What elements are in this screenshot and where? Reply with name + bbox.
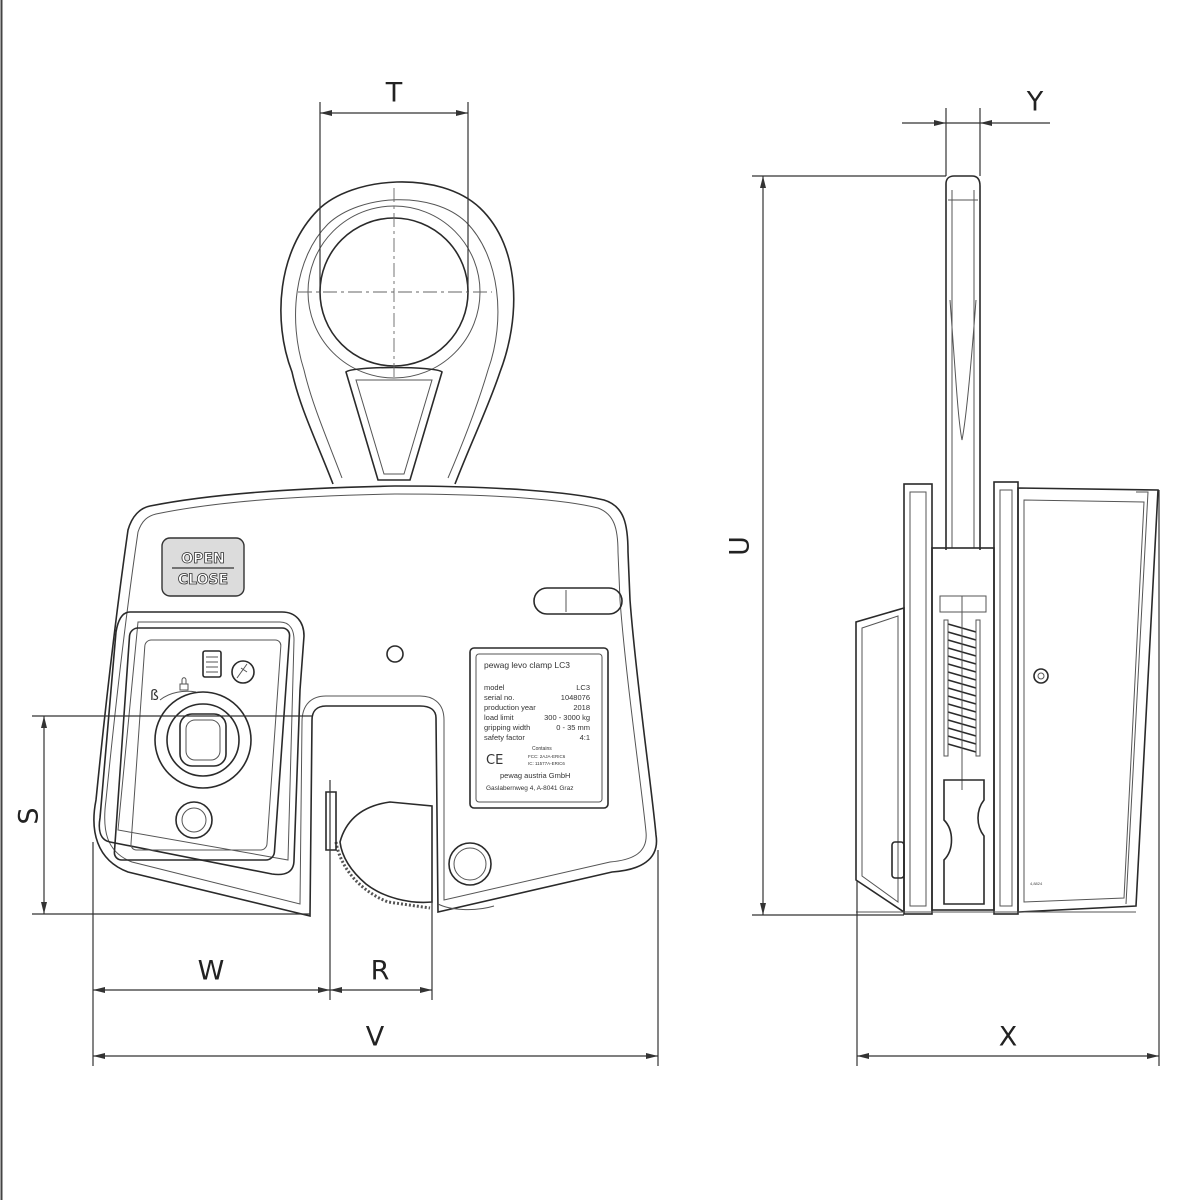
spring-guide bbox=[939, 595, 987, 613]
side-jaw-right bbox=[1017, 487, 1159, 913]
nameplate-fcc: FCC: 2AJA-ERIC6 bbox=[528, 754, 566, 759]
side-jaw-wedge-inner bbox=[861, 615, 899, 903]
side-jaw-wedge bbox=[855, 606, 905, 914]
knob-ring bbox=[166, 703, 240, 777]
lifting-eye-inner-contour bbox=[295, 199, 499, 479]
remote-icon-glyph bbox=[236, 663, 248, 679]
side-front-plate-inner bbox=[909, 491, 927, 907]
nameplate-row-value: 0 - 35 mm bbox=[556, 723, 590, 732]
dim-label-R: R bbox=[371, 956, 390, 987]
nameplate-title: pewag levo clamp LC3 bbox=[484, 660, 570, 670]
ce-mark: CE bbox=[486, 753, 503, 768]
eye-v-slot bbox=[345, 366, 443, 481]
spring-left-wall bbox=[943, 619, 949, 757]
clamp-body bbox=[93, 485, 658, 918]
nameplate-row-value: LC3 bbox=[576, 683, 590, 692]
side-lower-knob bbox=[891, 841, 905, 879]
nameplate-row-label: production year bbox=[484, 703, 536, 712]
side-jaw-right-inner bbox=[1023, 499, 1145, 903]
mechanism-housing bbox=[931, 547, 995, 911]
lower-cam-profile bbox=[943, 779, 985, 905]
body-small-hole bbox=[386, 645, 404, 663]
control-panel-frame-inner bbox=[117, 621, 295, 861]
lifting-eye-outer bbox=[280, 181, 515, 485]
open-close-badge-bg bbox=[161, 537, 245, 597]
indicator-slot bbox=[533, 587, 623, 615]
side-back-plate bbox=[993, 481, 1019, 915]
nameplate-ic: IC: 11577A-ERIC6 bbox=[528, 761, 565, 766]
control-panel-frame bbox=[98, 611, 305, 876]
dim-label-S: S bbox=[14, 807, 45, 824]
lock-open-icon: ß bbox=[150, 688, 159, 704]
nameplate-inner bbox=[475, 653, 603, 803]
nameplate-row-label: safety factor bbox=[484, 733, 525, 742]
bolt-inner bbox=[453, 847, 487, 881]
knob-grip bbox=[179, 713, 227, 767]
cam-segment-teeth bbox=[334, 841, 431, 910]
nameplate-row-label: gripping width bbox=[484, 723, 530, 732]
nameplate-row-label: load limit bbox=[484, 713, 515, 722]
dim-label-W: W bbox=[198, 956, 225, 987]
side-bolt-outer bbox=[1033, 668, 1049, 684]
dim-label-V: V bbox=[366, 1022, 385, 1053]
dimensions: T Y U S W R V X bbox=[14, 78, 1160, 1066]
side-jaw-right-lip bbox=[1125, 491, 1149, 905]
nameplate-row-value: 2018 bbox=[573, 703, 590, 712]
nameplate-row-value: 1048076 bbox=[561, 693, 590, 702]
jaw-lower-edge bbox=[437, 903, 495, 911]
eye-side-taper bbox=[949, 299, 977, 441]
nameplate bbox=[469, 647, 609, 809]
nameplate-row-label: model bbox=[484, 683, 505, 692]
panel-button-outer bbox=[175, 801, 213, 839]
knob-outer bbox=[154, 691, 252, 789]
nameplate-contains: Contains bbox=[532, 746, 552, 752]
nameplate-company: pewag austria GmbH bbox=[500, 771, 570, 780]
cam-segment bbox=[339, 801, 433, 904]
battery-icon bbox=[202, 650, 222, 678]
side-bolt-inner bbox=[1037, 672, 1045, 680]
eye-side-profile-inner bbox=[948, 190, 978, 548]
control-panel bbox=[113, 627, 291, 861]
badge-close-label: CLOSE bbox=[178, 572, 228, 588]
remote-icon bbox=[231, 660, 255, 684]
side-view: 4,8824 bbox=[855, 175, 1159, 915]
dim-label-X: X bbox=[999, 1022, 1018, 1053]
knob-grip-inner bbox=[185, 719, 221, 761]
dim-label-U: U bbox=[725, 536, 756, 556]
front-view: OPEN CLOSE ß pe bbox=[93, 181, 658, 918]
control-panel-inner bbox=[130, 639, 282, 851]
side-part-label: 4,8824 bbox=[1030, 881, 1043, 886]
nameplate-row-value: 4:1 bbox=[580, 733, 590, 742]
badge-open-label: OPEN bbox=[181, 551, 224, 567]
cam-pivot-block bbox=[325, 791, 337, 851]
bolt-outer bbox=[448, 842, 492, 886]
dim-label-T: T bbox=[385, 78, 403, 109]
spring-right-wall bbox=[975, 619, 981, 757]
eye-v-slot-inner bbox=[355, 379, 433, 475]
dim-label-Y: Y bbox=[1026, 87, 1044, 118]
nameplate-row-value: 300 - 3000 kg bbox=[544, 713, 590, 722]
lock-indicator-arc bbox=[159, 690, 197, 701]
panel-button-inner bbox=[181, 807, 207, 833]
side-back-plate-inner bbox=[999, 489, 1013, 907]
nameplate-row-label: serial no. bbox=[484, 693, 514, 702]
side-front-plate bbox=[903, 483, 933, 915]
nameplate-address: Gaslabernweg 4, A-8041 Graz bbox=[486, 785, 573, 792]
eye-side-profile bbox=[945, 175, 981, 550]
lock-closed-icon bbox=[179, 677, 189, 691]
